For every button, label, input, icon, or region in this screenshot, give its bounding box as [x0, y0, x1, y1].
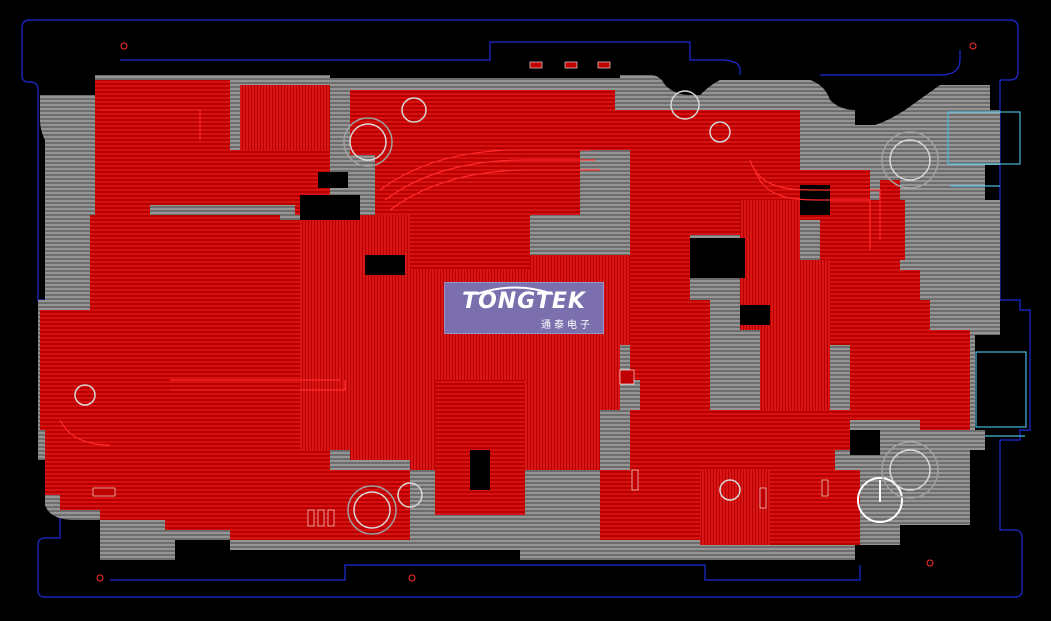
mounting-holes [74, 90, 939, 535]
logo-swoosh-icon [476, 286, 554, 295]
trace-accents [59, 109, 881, 446]
connectors [947, 111, 1027, 437]
component-pads [92, 61, 829, 527]
copper-traces [40, 80, 970, 545]
logo-subtitle-text: 通泰电子 [541, 320, 593, 331]
logo-brand-text: TONGTEK [462, 289, 586, 314]
fiducials [96, 42, 977, 582]
tongtek-logo: TONGTEK 通泰电子 [444, 282, 604, 334]
board-outline [21, 19, 1031, 598]
